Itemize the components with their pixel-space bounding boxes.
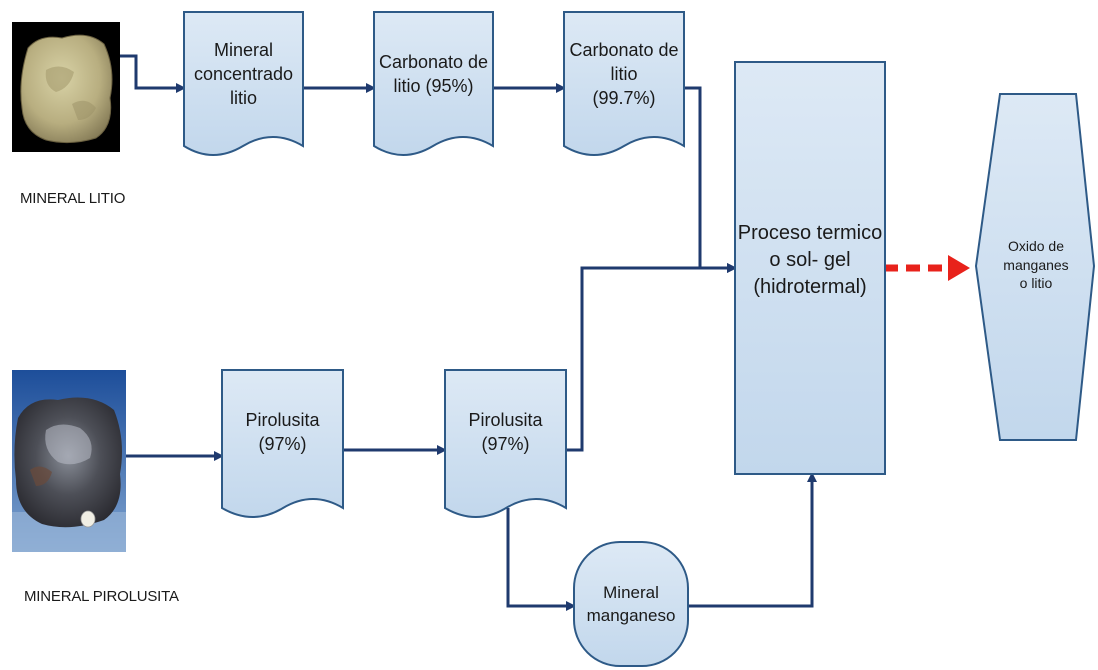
- pyrolusite-mineral-photo: [12, 370, 126, 552]
- node-pirolusita-2-shape: [444, 369, 567, 518]
- lithium-mineral-photo: [12, 22, 120, 152]
- node-pirolusita-2: Pirolusita (97%): [468, 409, 543, 454]
- connector-lines: [120, 54, 817, 611]
- arrow-lithium-to-n1: [120, 54, 186, 93]
- node-process: Proceso termico o sol- gel (hidrotermal): [737, 221, 883, 298]
- arrow-n5-to-process: [566, 263, 737, 452]
- node-carbonato-997: Carbonato de litio (99.7%): [569, 39, 679, 109]
- node-pirolusita-1-shape: [221, 369, 344, 518]
- node-mineral-concentrado: Mineral concentrado litio: [193, 39, 294, 109]
- lithium-caption: MINERAL LITIO: [20, 190, 126, 207]
- node-output-shape: [974, 93, 1096, 441]
- pyrolusite-caption: MINERAL PIROLUSITA: [24, 588, 179, 605]
- node-mineral-manganeso: Mineral manganeso: [586, 583, 676, 625]
- arrow-n5-to-n6: [506, 508, 576, 611]
- node-pirolusita-1: Pirolusita (97%): [245, 409, 320, 454]
- node-process-shape: [734, 61, 886, 475]
- node-output: Oxido de manganes o litio: [1003, 237, 1069, 292]
- node-carbonato-95: Carbonato de litio (95%): [378, 51, 489, 96]
- node-carbonato-95-shape: [373, 11, 494, 156]
- node-carbonato-997-shape: [563, 11, 685, 156]
- node-mineral-manganeso-shape: [573, 541, 689, 667]
- arrow-n6-to-process: [688, 472, 817, 608]
- node-mineral-concentrado-shape: [183, 11, 304, 156]
- arrow-n3-to-process: [684, 86, 737, 273]
